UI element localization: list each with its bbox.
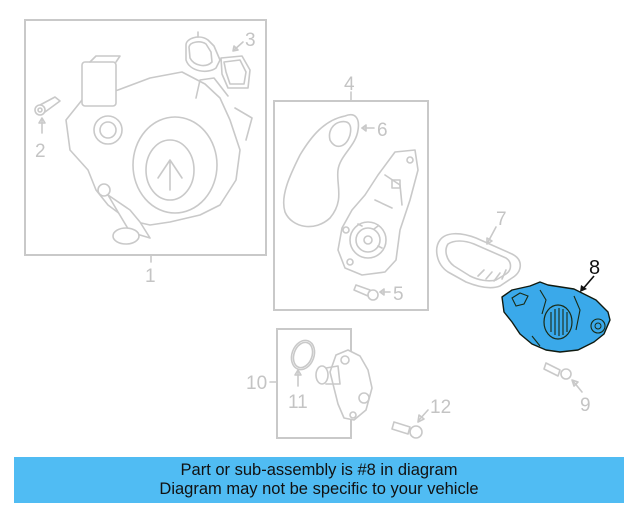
bolt-illustration-2 — [34, 96, 61, 116]
info-banner: Part or sub-assembly is #8 in diagram Di… — [14, 457, 624, 503]
callout-1[interactable]: 1 — [145, 266, 156, 287]
part-group-10: 10 11 — [246, 328, 373, 439]
callout-10[interactable]: 10 — [246, 373, 267, 394]
callout-3[interactable]: 3 — [245, 30, 256, 51]
water-pump-illustration — [337, 149, 419, 276]
callout-11[interactable]: 11 — [288, 392, 308, 413]
bolt-illustration-5 — [353, 284, 379, 301]
bolt-illustration-12 — [391, 421, 423, 439]
callout-8[interactable]: 8 — [589, 257, 600, 279]
banner-disclaimer-line: Diagram may not be specific to your vehi… — [159, 480, 479, 498]
part-group-4: 4 6 5 — [273, 74, 429, 311]
callout-6[interactable]: 6 — [377, 120, 388, 141]
bolt-illustration-9 — [543, 362, 572, 380]
gasket-illustration-6 — [282, 114, 360, 228]
assembly-box-1 — [24, 19, 267, 256]
callout-2[interactable]: 2 — [35, 141, 46, 162]
thermostat-housing-illustration — [65, 55, 253, 245]
belt-illustration-7 — [435, 232, 522, 289]
o-ring-illustration-11 — [290, 339, 316, 371]
callout-5[interactable]: 5 — [393, 284, 404, 305]
callout-7[interactable]: 7 — [496, 209, 507, 230]
callout-9[interactable]: 9 — [580, 395, 591, 416]
banner-part-line: Part or sub-assembly is #8 in diagram — [180, 461, 458, 479]
callout-4[interactable]: 4 — [344, 74, 355, 95]
part-group-1: 1 3 — [24, 19, 267, 287]
gasket-illustration-3 — [185, 31, 251, 89]
thermostat-housing-illustration-10 — [315, 349, 373, 421]
callout-12[interactable]: 12 — [430, 397, 451, 418]
highlighted-part-8[interactable] — [501, 281, 611, 353]
